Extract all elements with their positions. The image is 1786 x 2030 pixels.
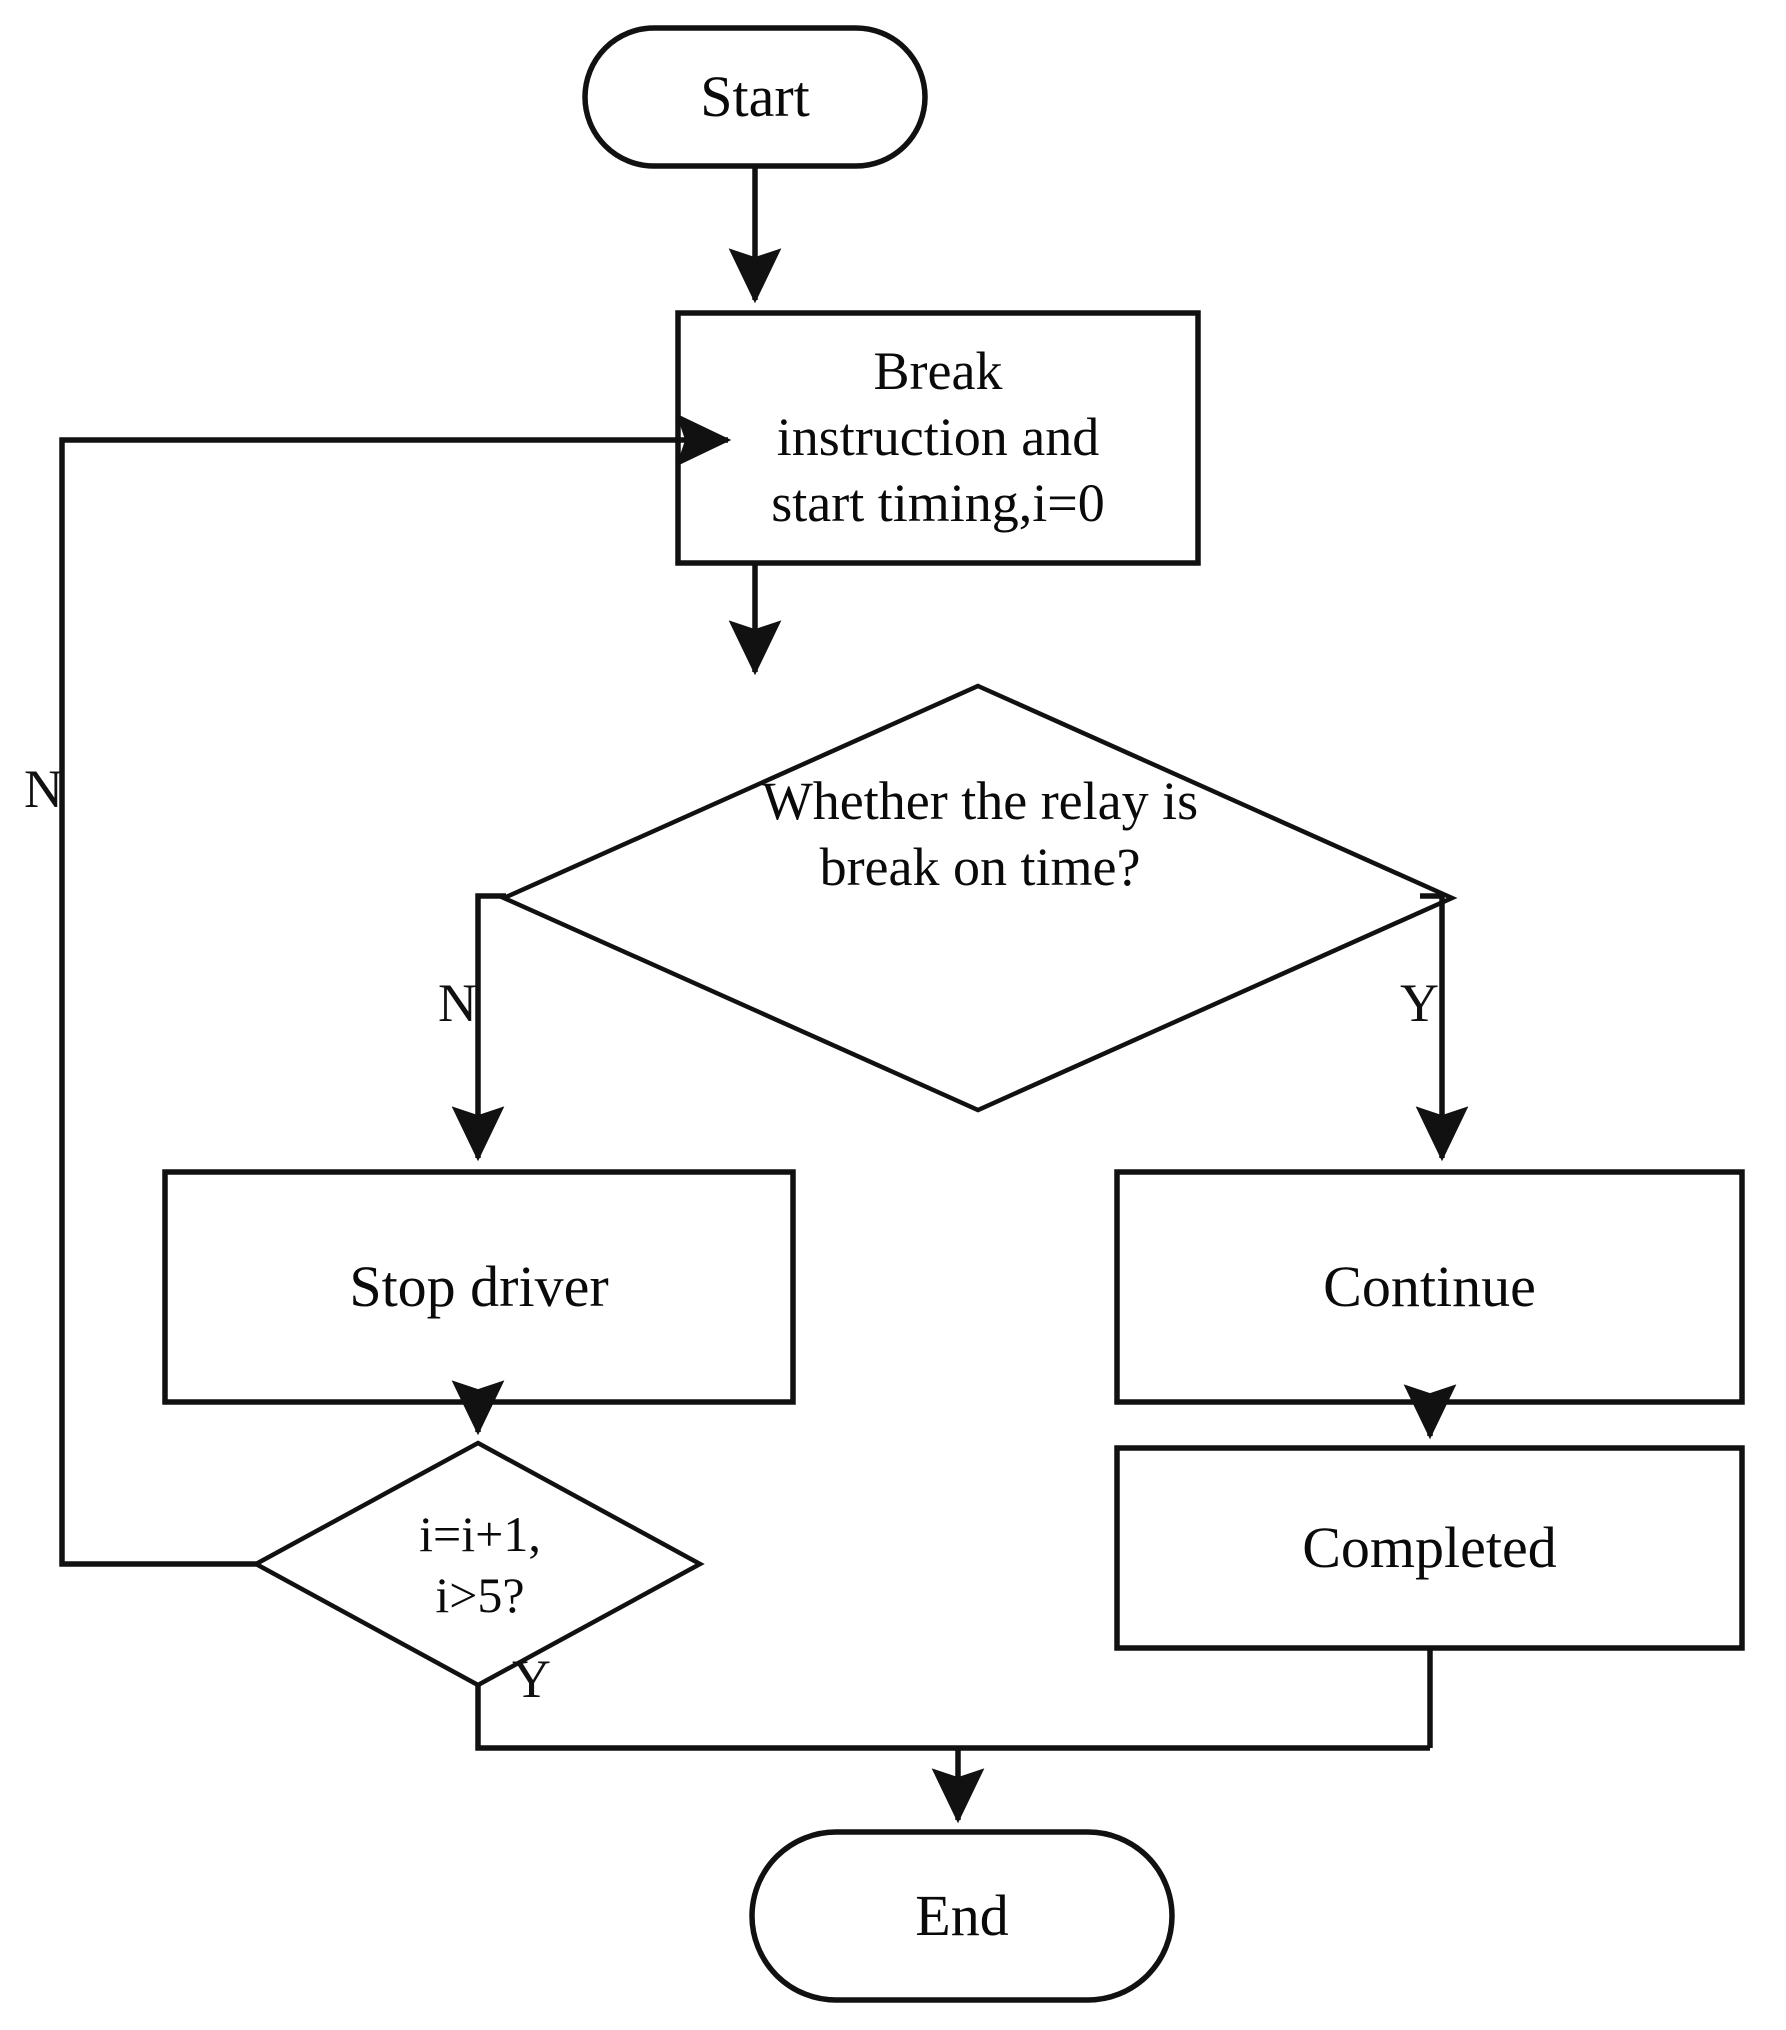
node-continue-shape	[1114, 1169, 1745, 1405]
node-end-shape	[749, 1829, 1175, 2003]
node-relay-decision-shape	[498, 683, 1458, 1113]
node-stop-driver-shape	[162, 1169, 796, 1405]
edge-relay-yes	[1415, 893, 1469, 1162]
edge-relay-no	[451, 893, 506, 1162]
node-break-instruction-shape	[675, 310, 1201, 566]
edge-retry-no-loopback	[59, 413, 732, 1567]
node-retry-decision-shape	[251, 1440, 705, 1688]
node-completed-shape	[1114, 1445, 1745, 1651]
edge-retry-yes-to-end	[475, 1685, 1430, 1751]
node-start-shape	[582, 25, 928, 169]
